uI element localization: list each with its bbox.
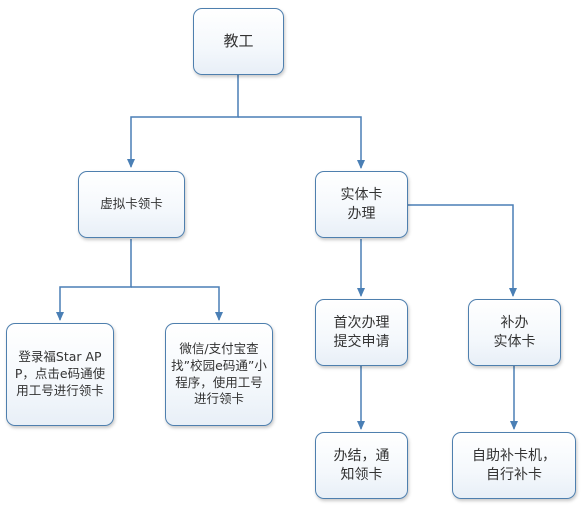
- node-virtual-method-app-label: 登录福Star APP，点击e码通使用工号进行领卡: [14, 349, 106, 398]
- node-reissue: 补办 实体卡: [468, 299, 561, 366]
- edge-root-to-physical: [238, 116, 365, 169]
- node-virtual-card-label: 虚拟卡领卡: [100, 196, 163, 212]
- edge-virtual-to-wechat: [131, 286, 223, 321]
- node-virtual-method-wechat: 微信/支付宝查找”校园e码通”小程序，使用工号进行领卡: [165, 323, 273, 426]
- edge-virtual-to-app: [56, 239, 132, 321]
- node-reissue-result-label: 自助补卡机， 自行补卡: [472, 447, 556, 483]
- edge-physical-to-reissue: [408, 204, 517, 297]
- node-virtual-method-app: 登录福Star APP，点击e码通使用工号进行领卡: [6, 323, 114, 426]
- node-virtual-card: 虚拟卡领卡: [78, 171, 185, 238]
- node-root-label: 教工: [223, 32, 254, 51]
- node-root: 教工: [193, 8, 284, 75]
- node-first-result-label: 办结，通知领卡: [333, 447, 390, 483]
- node-first-apply-label: 首次办理 提交申请: [333, 314, 390, 350]
- edge-root-to-virtual: [127, 75, 239, 168]
- node-virtual-method-wechat-label: 微信/支付宝查找”校园e码通”小程序，使用工号进行领卡: [171, 340, 267, 407]
- node-reissue-label: 补办 实体卡: [493, 314, 536, 350]
- node-physical-card-label: 实体卡 办理: [340, 186, 383, 222]
- node-first-apply: 首次办理 提交申请: [315, 299, 408, 366]
- node-reissue-result: 自助补卡机， 自行补卡: [452, 432, 576, 499]
- node-physical-card: 实体卡 办理: [315, 171, 408, 238]
- node-first-result: 办结，通知领卡: [315, 432, 408, 499]
